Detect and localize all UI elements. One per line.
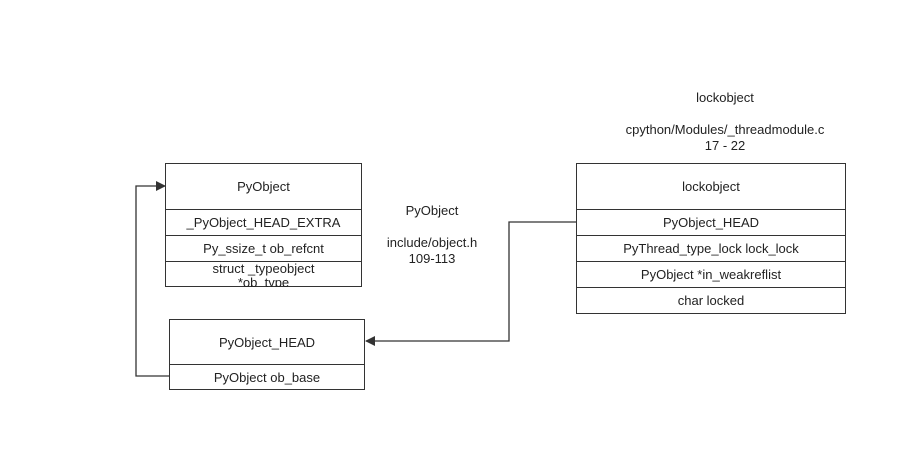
pyobject-head-struct-title: PyObject_HEAD (218, 334, 316, 350)
pyobject-head-field-ob-base: PyObject ob_base (170, 364, 364, 390)
pyobject-struct-box: PyObject _PyObject_HEAD_EXTRA Py_ssize_t… (165, 163, 362, 287)
lockobject-note-name: lockobject (696, 90, 754, 105)
pyobject-struct-title: PyObject (237, 179, 290, 194)
pyobject-source-note: PyObject include/object.h 109-113 (362, 203, 502, 267)
lockobject-field-locked: char locked (577, 287, 845, 313)
pyobject-field-head-extra: _PyObject_HEAD_EXTRA (166, 209, 361, 235)
pyobject-field-ob-refcnt: Py_ssize_t ob_refcnt (166, 235, 361, 261)
pyobject-note-lines: 109-113 (408, 251, 456, 266)
pyobject-note-file: include/object.h (386, 235, 478, 250)
lockobject-source-note: lockobject cpython/Modules/_threadmodule… (605, 90, 845, 154)
lockobject-note-lines: 17 - 22 (704, 138, 746, 153)
connector-lockobject-to-pyobject-head (365, 221, 576, 346)
pyobject-head-struct-box: PyObject_HEAD PyObject ob_base (169, 319, 365, 390)
pyobject-field-ob-type: struct _typeobject *ob_type (166, 261, 361, 287)
lockobject-struct-title: lockobject (682, 179, 740, 194)
lockobject-struct-box: lockobject PyObject_HEAD PyThread_type_l… (576, 163, 846, 314)
pyobject-note-name: PyObject (405, 203, 459, 218)
lockobject-field-lock-lock: PyThread_type_lock lock_lock (577, 235, 845, 261)
lockobject-note-file: cpython/Modules/_threadmodule.c (625, 122, 825, 137)
lockobject-field-in-weakreflist: PyObject *in_weakreflist (577, 261, 845, 287)
connector-pyobject-head-to-pyobject (135, 181, 169, 377)
lockobject-field-pyobject-head: PyObject_HEAD (577, 209, 845, 235)
